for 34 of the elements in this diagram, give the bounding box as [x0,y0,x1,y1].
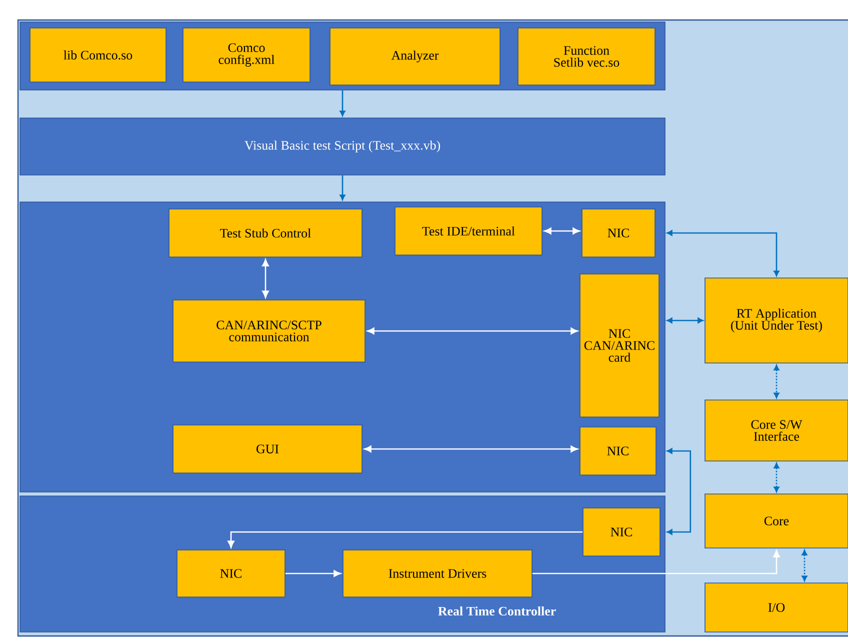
arrow [666,448,692,535]
arrow [774,462,780,492]
component-box: Comco config.xml [182,28,310,82]
component-box: Instrument Drivers [342,550,532,598]
component-box: NIC [582,508,660,556]
script-bar: Visual Basic test Script (Test_xxx.vb) [20,118,666,176]
component-box: Test IDE/terminal [394,206,542,256]
arrow [228,531,583,548]
arrow [532,550,780,574]
component-box: Function Setlib vec.so [518,28,656,86]
arrow [774,364,780,398]
component-box: Core S/W Interface [704,400,848,462]
component-box: NIC CAN/ARINC card [580,274,660,418]
component-box: Test Stub Control [168,208,362,258]
component-box: CAN/ARINC/SCTP communication [172,300,366,362]
component-box: Analyzer [330,28,500,86]
component-box: NIC [176,550,286,598]
component-box: lib Comco.so [30,28,166,82]
component-box: Core [704,494,848,548]
component-box: NIC [582,208,656,258]
arrow [666,318,704,324]
arrow [544,228,580,234]
component-box: GUI [172,424,362,474]
arrow [340,175,346,200]
arrow [367,328,578,334]
arrow [340,90,346,116]
component-box: I/O [704,582,848,632]
component-box: RT Application (Unit Under Test) [704,278,848,364]
arrow [262,259,269,298]
arrow [802,550,808,582]
component-box: NIC [580,426,656,476]
arrow [285,570,341,577]
arrow [364,446,578,452]
arrow [666,230,780,276]
